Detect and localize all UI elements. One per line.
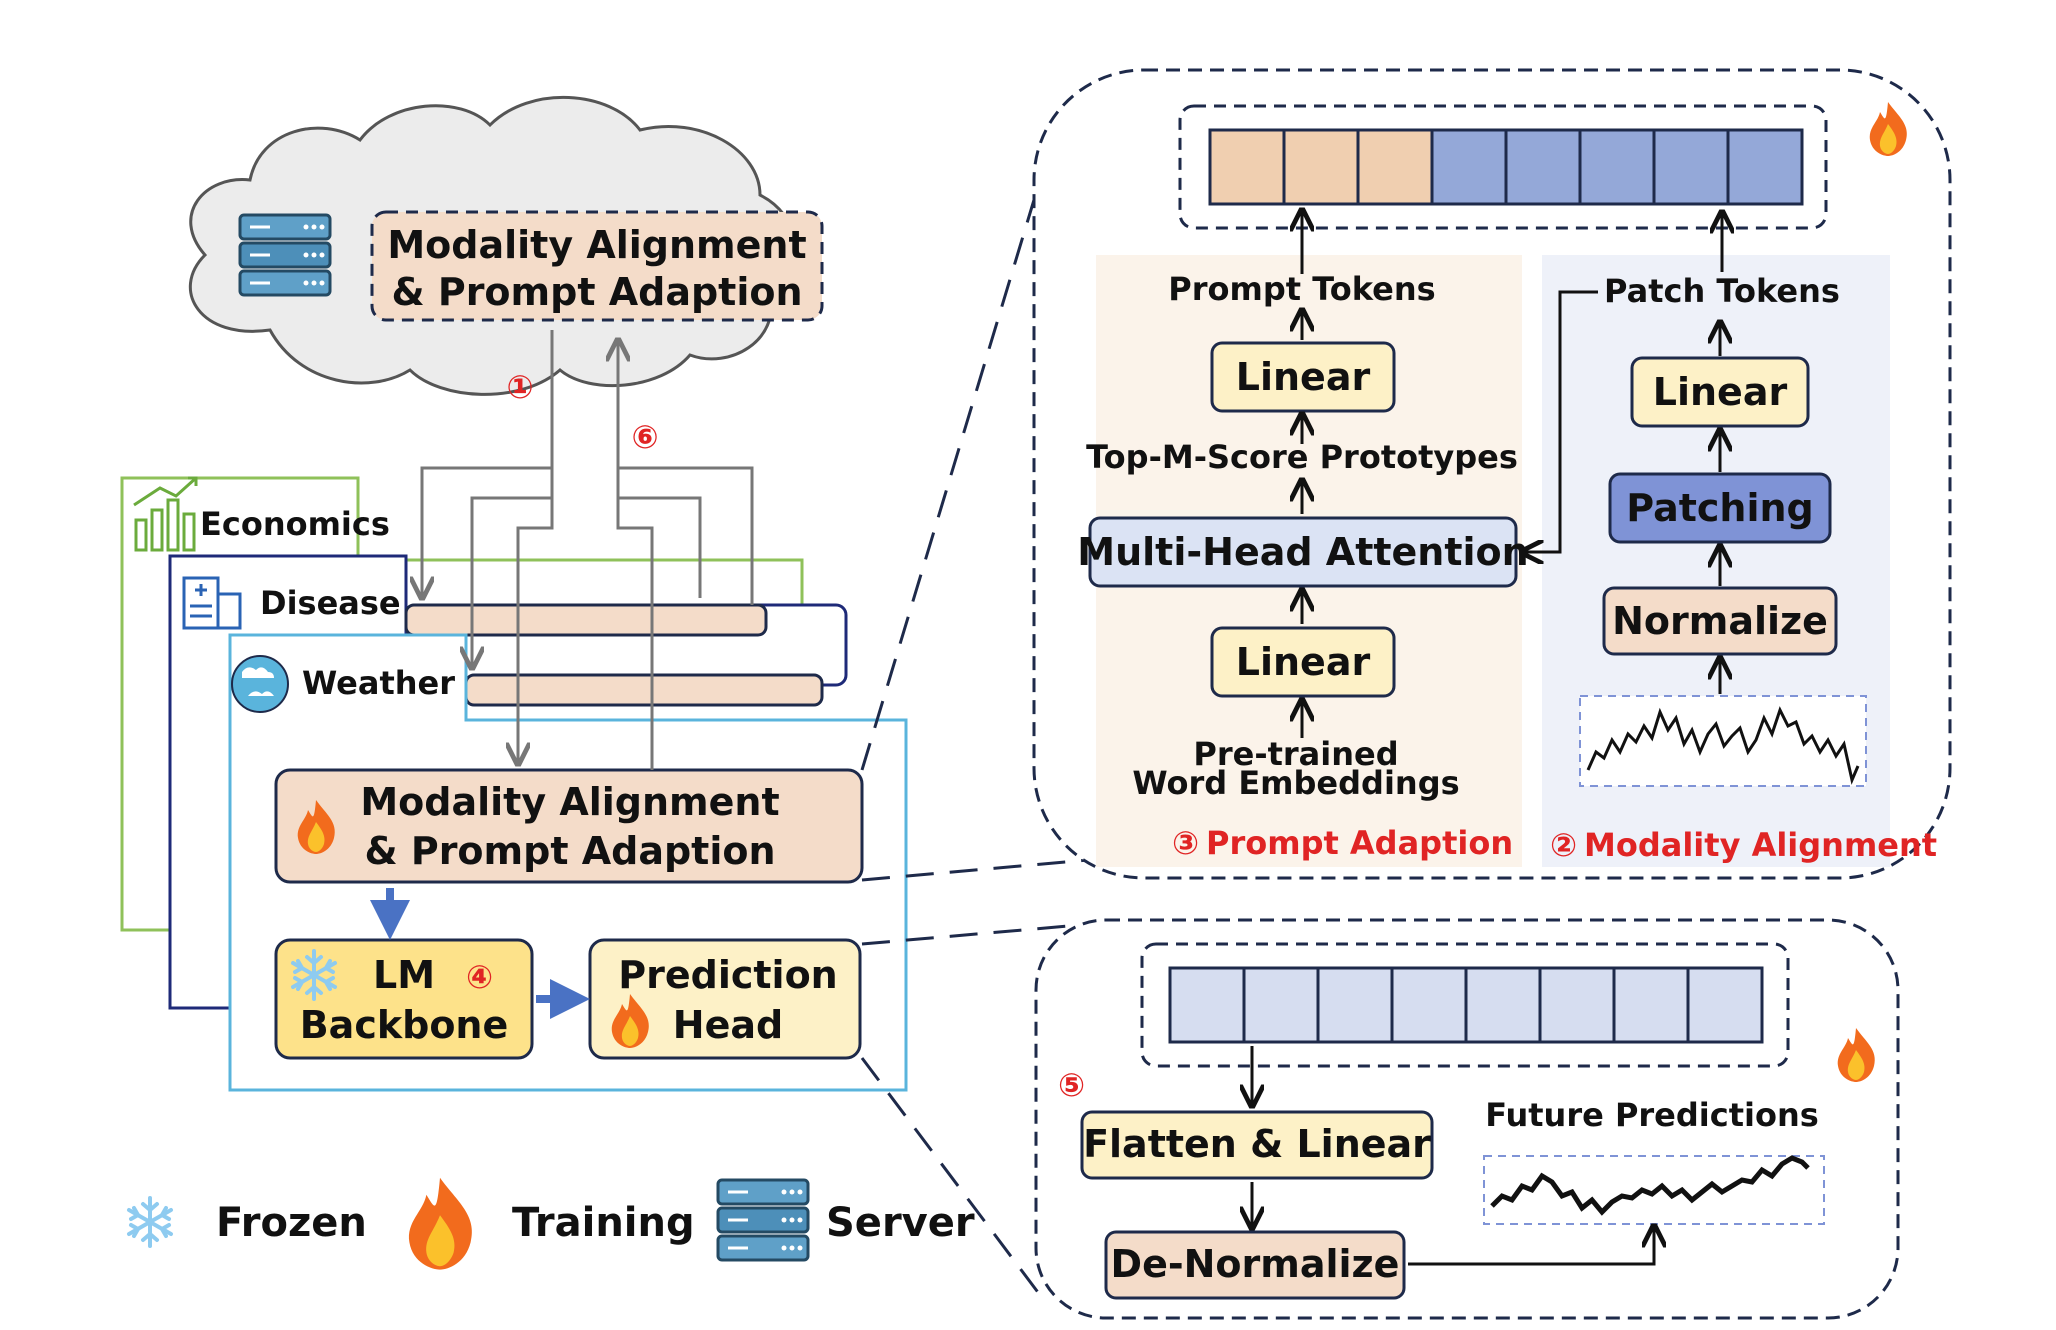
server-icon xyxy=(238,213,332,297)
top-m-label: Top-M-Score Prototypes xyxy=(1086,438,1518,476)
hospital-icon xyxy=(182,576,242,630)
prompt-linear-top xyxy=(1210,341,1396,413)
prompt-tokens-label: Prompt Tokens xyxy=(1168,270,1435,308)
token-sequence xyxy=(1208,128,1804,206)
cloud-ma-box xyxy=(370,210,824,322)
future-predictions-label: Future Predictions xyxy=(1485,1096,1819,1134)
client-ma-line1: Modality Alignment xyxy=(360,780,779,824)
mha-box xyxy=(1088,516,1518,588)
lm-label-line2: Backbone xyxy=(300,1003,509,1047)
chart-icon xyxy=(133,476,198,552)
prompt-linear-bottom-label: Linear xyxy=(1236,640,1371,684)
input-series xyxy=(1586,706,1860,785)
prompt-adaption-title: Prompt Adaption xyxy=(1206,824,1513,862)
modality-linear-label: Linear xyxy=(1653,370,1788,414)
normalize-label: Normalize xyxy=(1612,599,1828,643)
step-2-label: ② xyxy=(1550,826,1577,864)
cloud-ma-line1: Modality Alignment xyxy=(387,223,806,267)
modality-alignment-title: Modality Alignment xyxy=(1584,826,1937,864)
step-5-label: ⑤ xyxy=(1058,1066,1085,1104)
step-1-label: ① xyxy=(506,368,533,406)
patch-tokens-label: Patch Tokens xyxy=(1604,272,1840,310)
pred-label-line1: Prediction xyxy=(618,953,837,997)
patching-label: Patching xyxy=(1626,486,1814,530)
prompt-linear-bottom xyxy=(1210,626,1396,698)
flatten-linear-box xyxy=(1080,1110,1434,1180)
prediction-head-panel: ⑤ Flatten & Linear De-Normalize Future P… xyxy=(1034,918,1900,1320)
lm-backbone-box xyxy=(274,938,534,1060)
disease-label: Disease xyxy=(260,584,401,622)
prompt-linear-top-label: Linear xyxy=(1236,355,1371,399)
denormalize-label: De-Normalize xyxy=(1111,1242,1400,1286)
server-cloud: Modality Alignment & Prompt Adaption xyxy=(188,96,824,396)
flatten-linear-label: Flatten & Linear xyxy=(1083,1122,1431,1166)
head-arrows xyxy=(1252,1046,1654,1266)
client-ma-line2: & Prompt Adaption xyxy=(364,829,775,873)
step-3-label: ③ xyxy=(1172,824,1199,862)
prediction-head-box xyxy=(588,938,862,1060)
word-emb-line2: Word Embeddings xyxy=(1132,764,1459,802)
future-series xyxy=(1490,1155,1810,1216)
normalize-box xyxy=(1602,586,1838,656)
step-6-label: ⑥ xyxy=(631,418,658,456)
client-weather: Weather Modality Alignment & Prompt Adap… xyxy=(228,633,908,1092)
weather-label: Weather xyxy=(302,664,455,702)
output-tokens xyxy=(1168,966,1764,1044)
legend-training: Training xyxy=(512,1200,695,1246)
legend-frozen: Frozen xyxy=(216,1200,367,1246)
prompt-arrows xyxy=(1302,210,1598,738)
legend: Frozen Training Server xyxy=(127,1177,975,1270)
fire-icon xyxy=(408,1177,472,1270)
server-icon xyxy=(716,1178,810,1262)
economics-ma-strip xyxy=(404,603,768,637)
patching-box xyxy=(1608,472,1832,544)
denormalize-box xyxy=(1104,1230,1406,1300)
pred-label-line2: Head xyxy=(673,1003,783,1047)
word-emb-line1: Pre-trained xyxy=(1193,735,1398,773)
client-ma-box xyxy=(274,768,864,884)
weather-icon xyxy=(231,655,289,713)
modality-arrows xyxy=(1720,212,1722,694)
mha-label: Multi-Head Attention xyxy=(1077,530,1528,574)
snowflake-icon xyxy=(127,1196,173,1248)
lm-label-line1: LM xyxy=(373,953,435,997)
communication-lines xyxy=(422,330,754,770)
zoom-lines xyxy=(860,179,1089,1296)
legend-server: Server xyxy=(826,1200,975,1246)
modality-linear xyxy=(1630,356,1810,428)
cloud-ma-line2: & Prompt Adaption xyxy=(391,270,802,314)
alignment-panel: Prompt Tokens Linear Top-M-Score Prototy… xyxy=(1032,68,1952,880)
step-4-label: ④ xyxy=(466,958,493,996)
economics-label: Economics xyxy=(200,505,390,543)
